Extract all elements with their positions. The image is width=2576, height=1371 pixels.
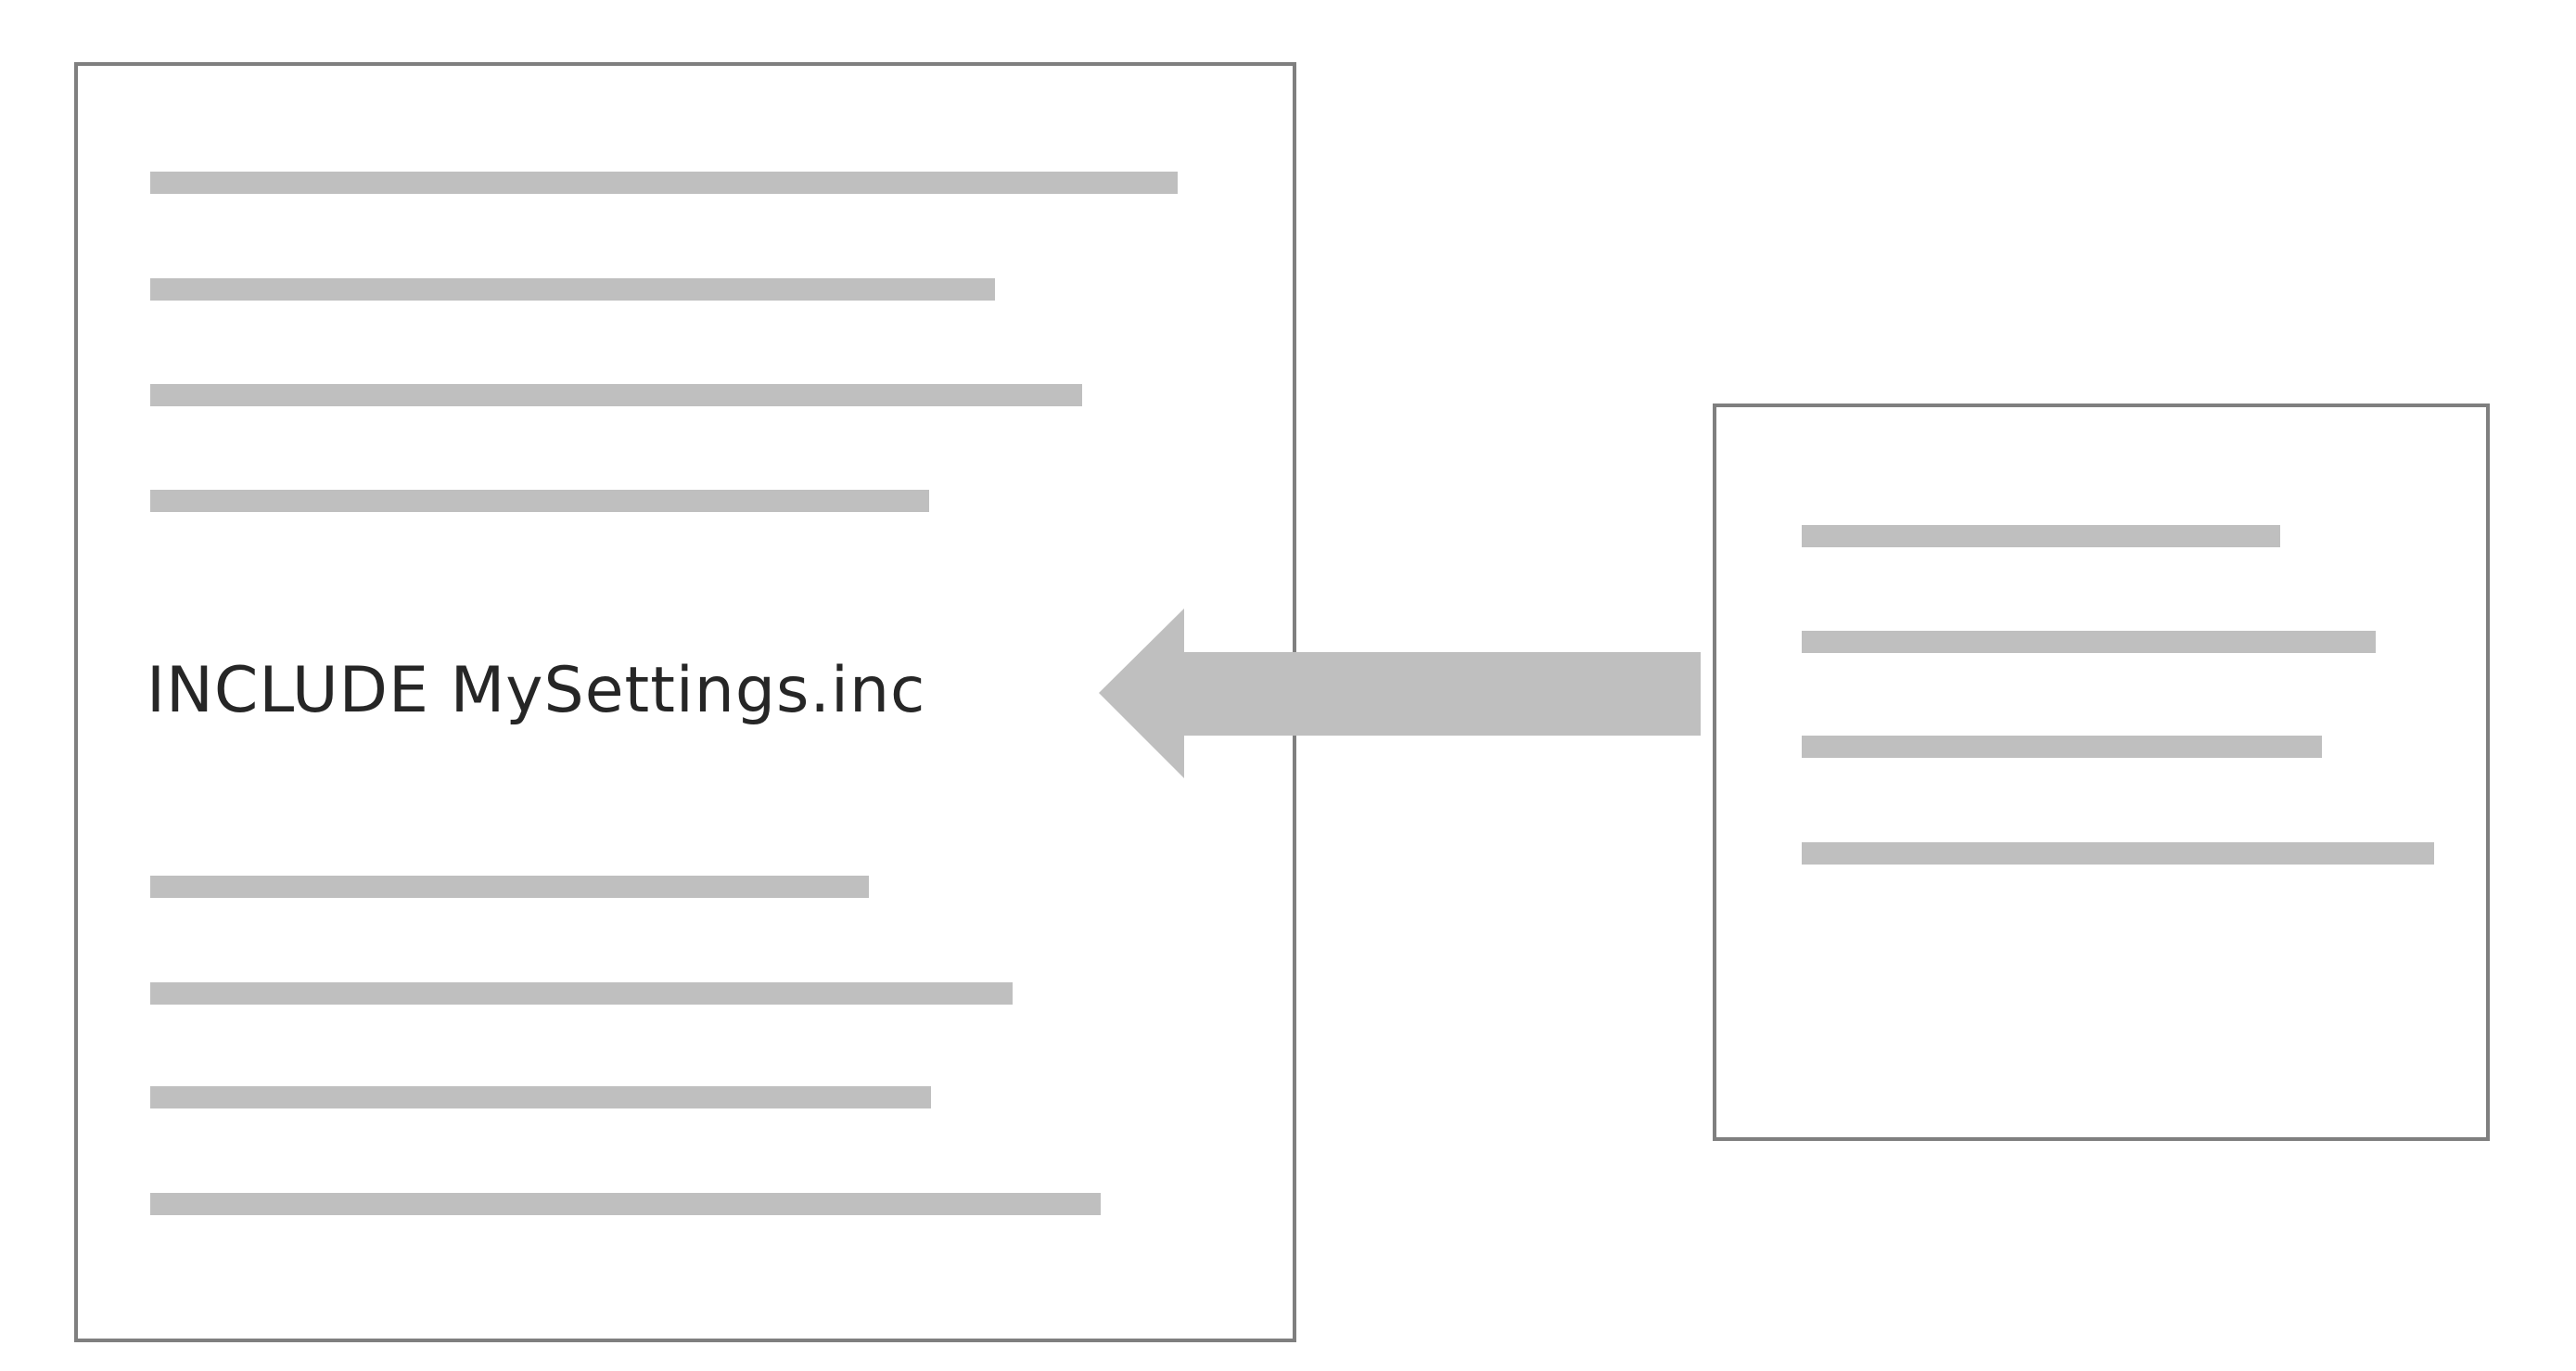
text-line-placeholder xyxy=(150,278,995,301)
text-line-placeholder xyxy=(150,172,1178,194)
text-line-placeholder xyxy=(150,982,1013,1005)
text-line-placeholder xyxy=(1802,631,2376,653)
text-line-placeholder xyxy=(1802,525,2280,547)
text-line-placeholder xyxy=(150,1193,1101,1215)
include-statement: INCLUDE MySettings.inc xyxy=(147,654,926,727)
text-line-placeholder xyxy=(1802,736,2322,758)
text-line-placeholder xyxy=(150,876,869,898)
text-line-placeholder xyxy=(1802,842,2434,865)
text-line-placeholder xyxy=(150,1086,931,1108)
included-file xyxy=(1713,404,2490,1141)
text-line-placeholder xyxy=(150,490,929,512)
text-line-placeholder xyxy=(150,384,1082,406)
main-document: INCLUDE MySettings.inc xyxy=(74,62,1296,1342)
